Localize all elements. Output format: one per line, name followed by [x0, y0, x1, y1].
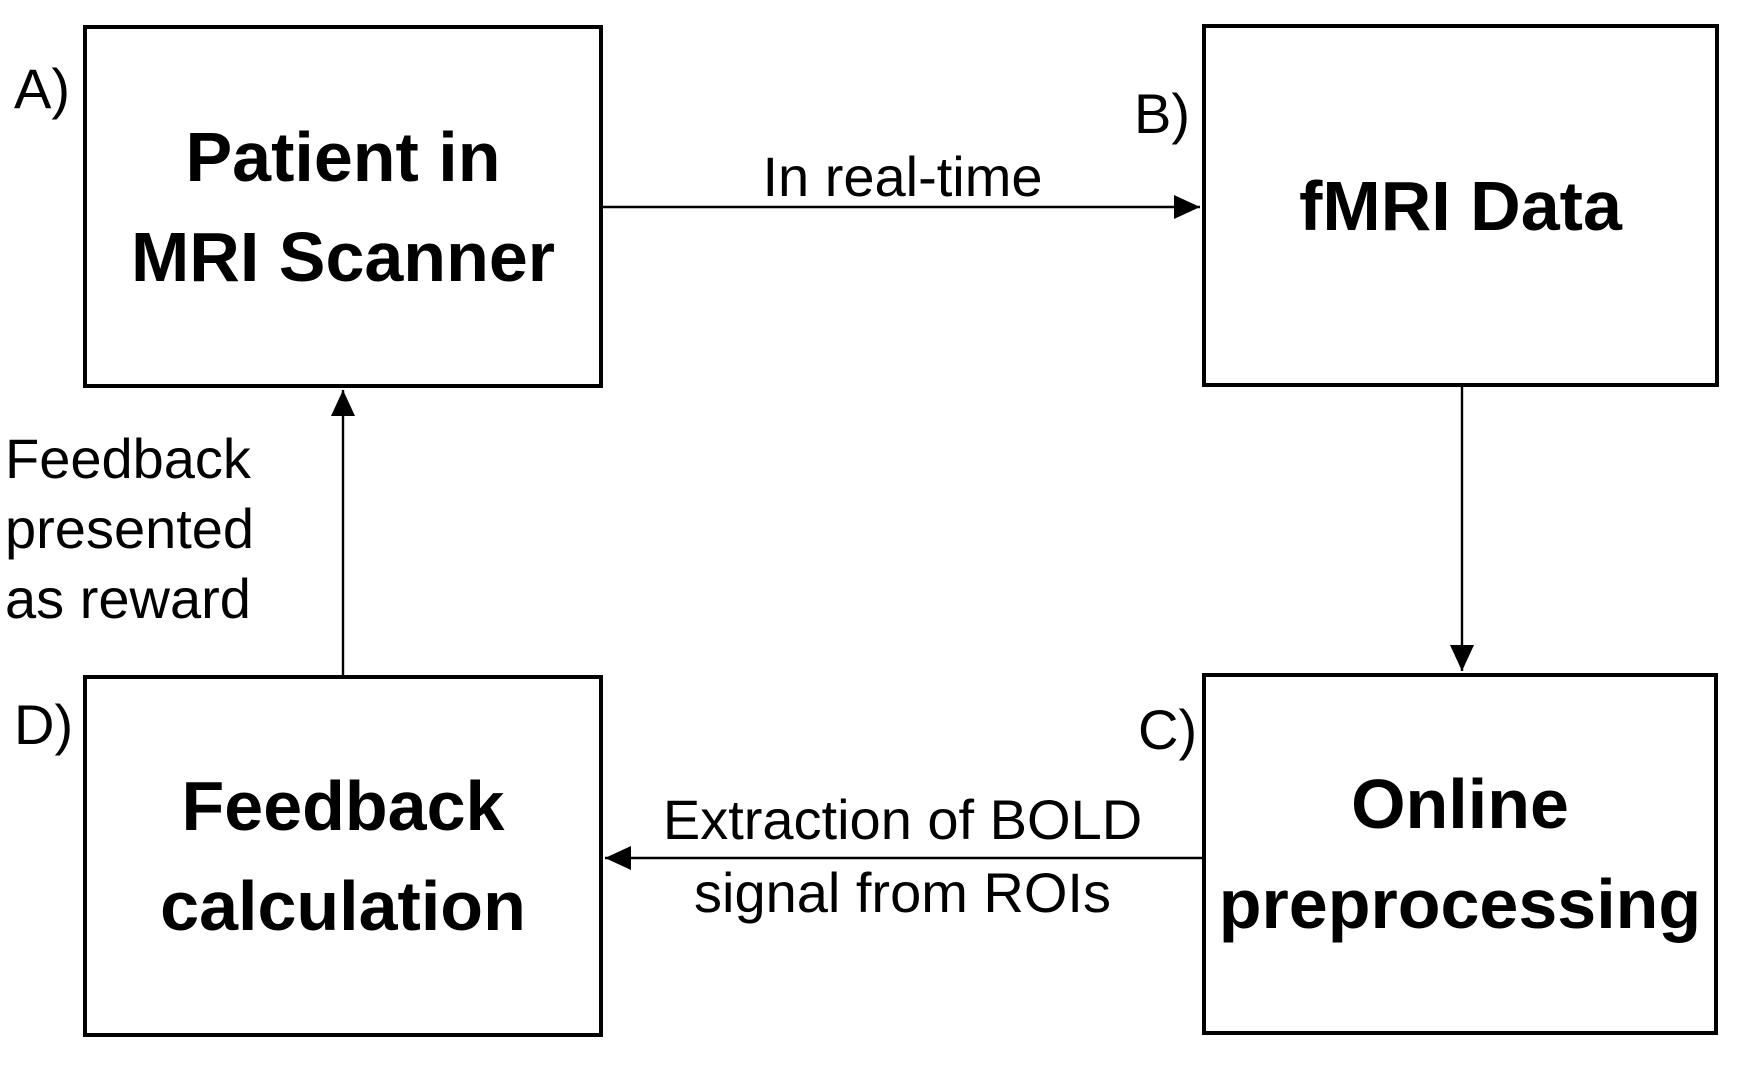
- arrow-label-extraction-of-bold: Extraction of BOLD signal from ROIs: [662, 788, 1143, 924]
- panel-tag-b: B): [1134, 82, 1190, 145]
- arrow-label-feedback-presented-as-reward: Feedback presented as reward: [5, 427, 255, 630]
- box-fmri-label: fMRI Data: [1299, 166, 1622, 245]
- panel-tag-c: C): [1138, 698, 1198, 761]
- box-patient-in-mri-scanner: Patient in MRI Scanner: [83, 25, 603, 388]
- box-feedback-calculation: Feedback calculation: [83, 675, 603, 1037]
- box-patient-label: Patient in MRI Scanner: [131, 117, 555, 296]
- arrow-label-in-real-time: In real-time: [762, 145, 1043, 208]
- box-calculation-label: Feedback calculation: [160, 767, 526, 945]
- box-fmri-data: fMRI Data: [1202, 24, 1719, 387]
- box-online-preprocessing: Online preprocessing: [1202, 673, 1718, 1035]
- panel-tag-d: D): [14, 693, 74, 756]
- panel-tag-a: A): [14, 57, 70, 120]
- box-preprocessing-label: Online preprocessing: [1218, 765, 1702, 943]
